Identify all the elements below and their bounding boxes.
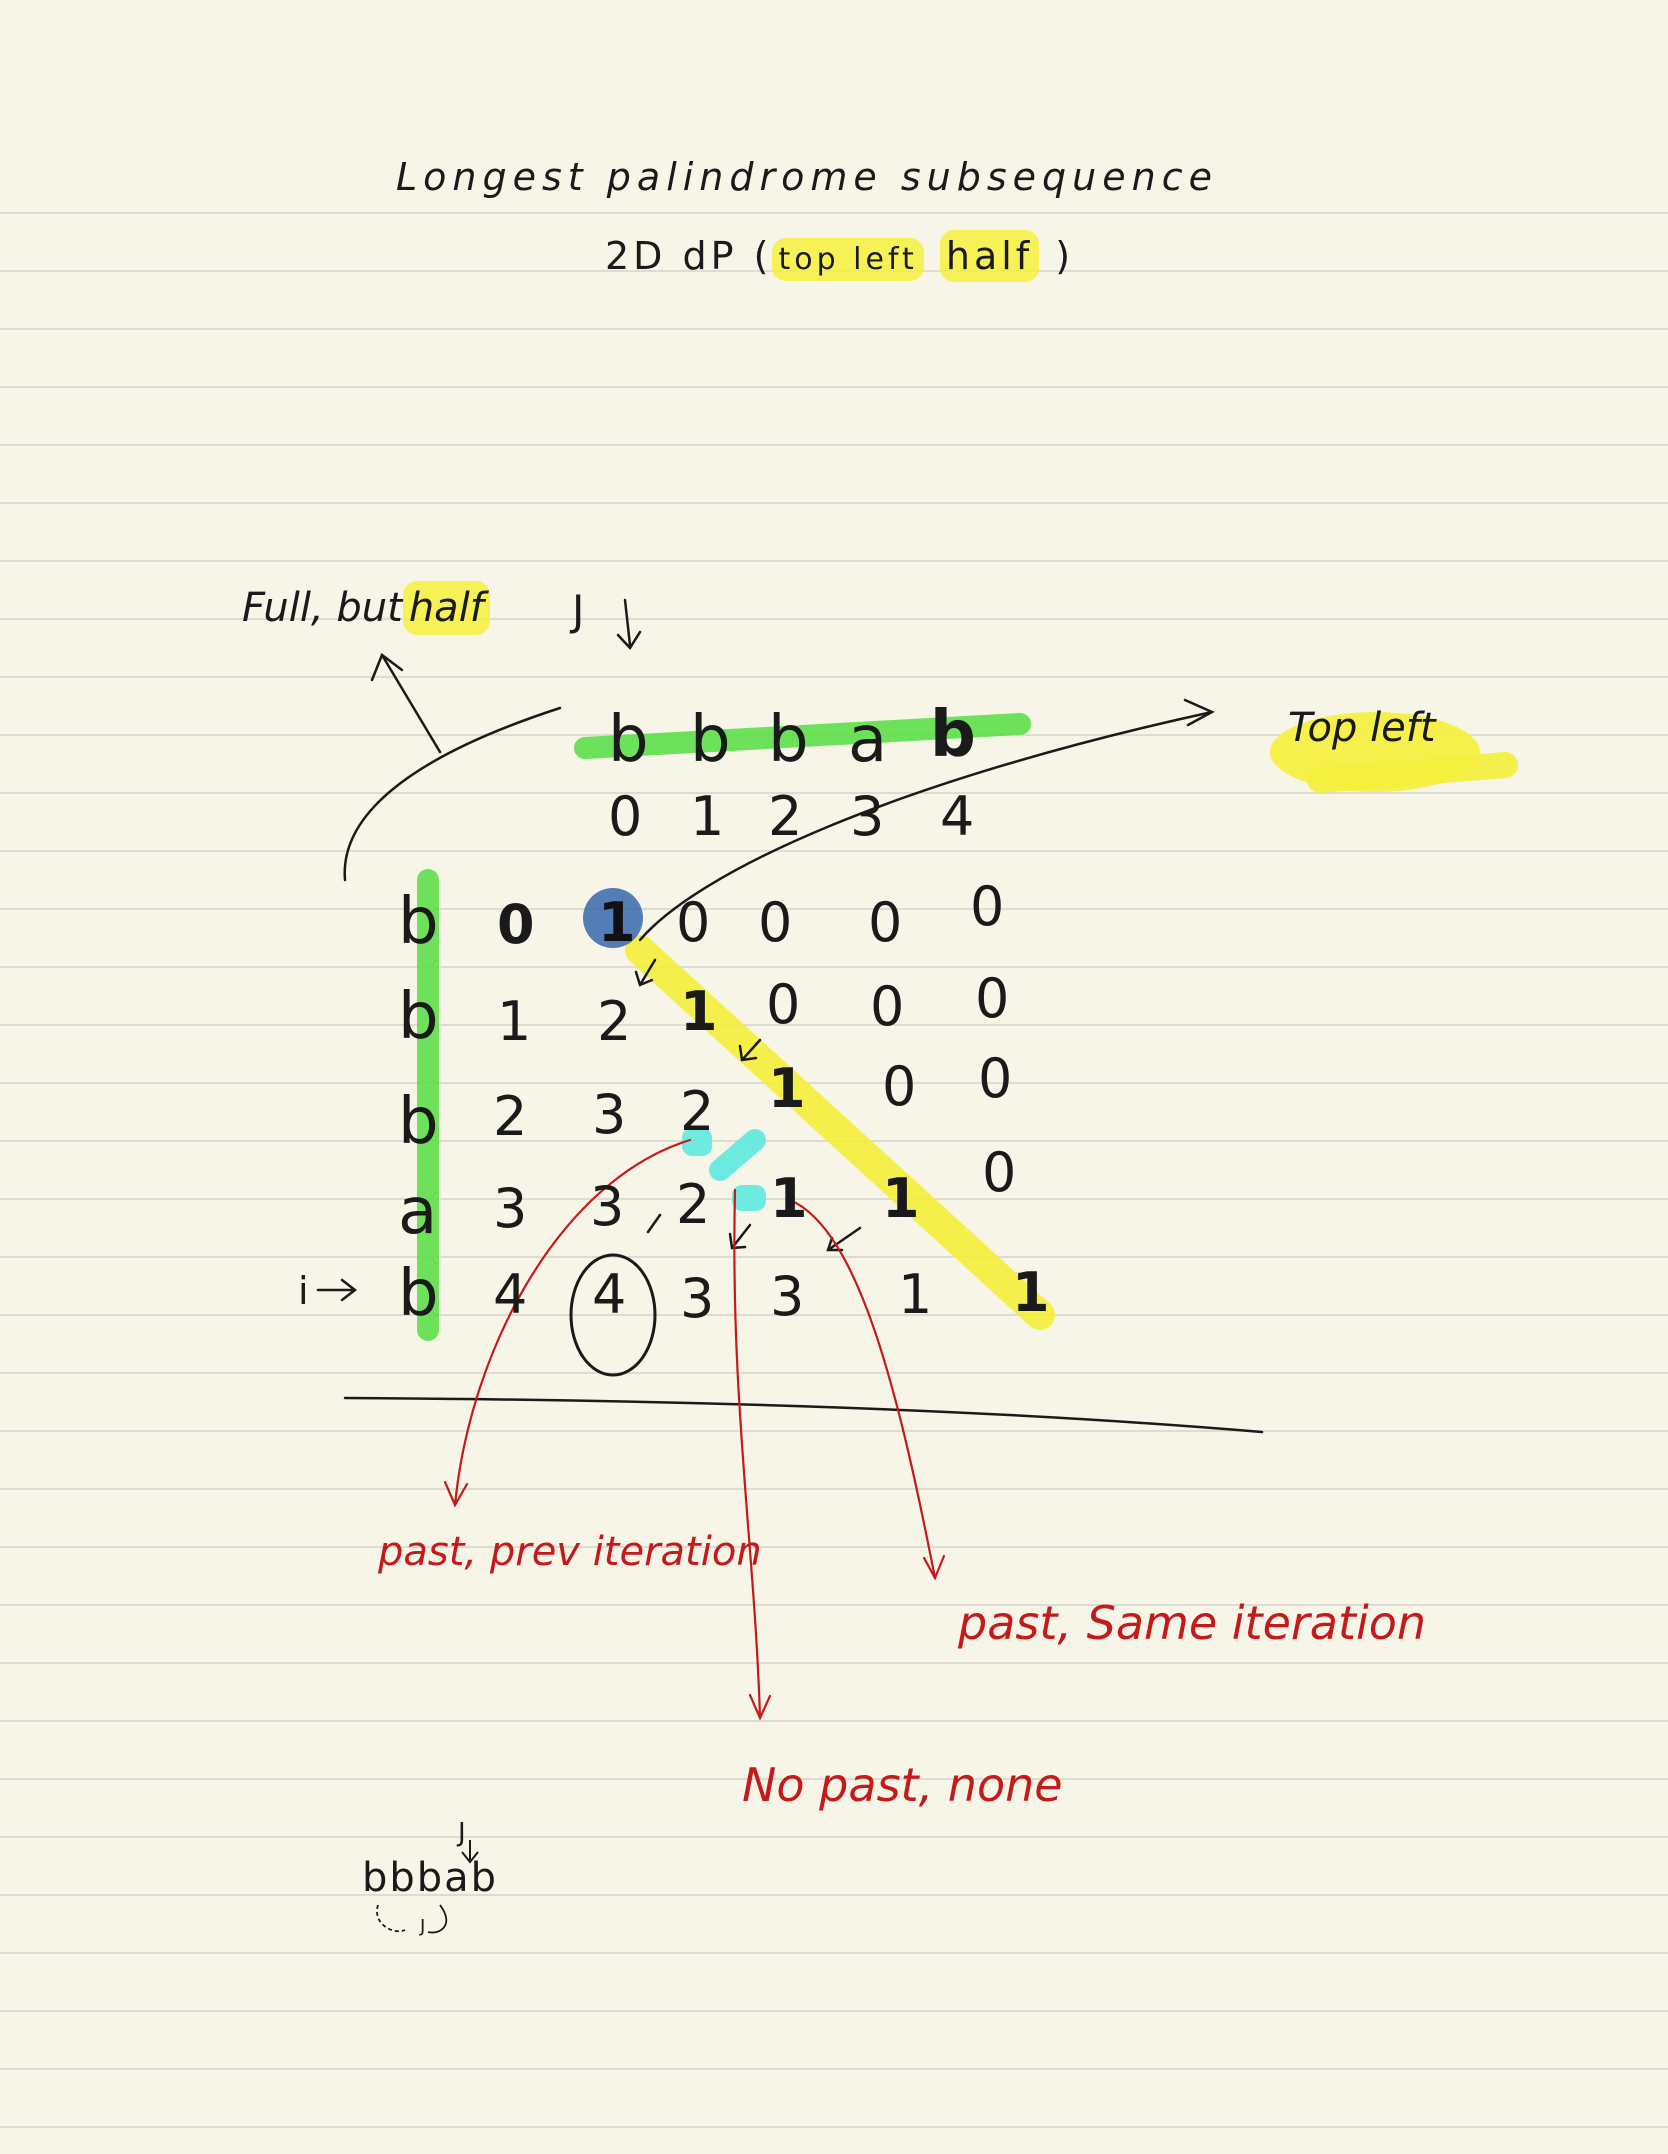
bottom-example-arc-left [376,1904,406,1933]
red-ink-strokes [443,1138,946,1721]
arrow-head-full-half [370,653,404,682]
grid-cell: 1 [770,1167,808,1230]
small-arrow-1 [634,958,657,987]
j-marker: J [572,586,585,635]
red-arrow-past-same [788,1198,937,1580]
page-subtitle: 2D dP (top left half ) [605,230,1075,282]
note-full-but: Full, but [242,585,403,631]
bottom-rule [343,1396,1264,1434]
yellow-highlight-diagonal [625,935,1055,1330]
grid-cell: 1 [1012,1261,1050,1324]
grid-cell: 3 [680,1267,715,1330]
annotation-past-same-iteration: past, Same iteration [958,1596,1427,1650]
grid-cell: 3 [770,1265,805,1328]
grid-cell: 1 [882,1167,920,1230]
red-arrowhead-past-prev [443,1480,469,1508]
grid-cell: 0 [978,1047,1013,1110]
grid-cell: 0 [870,975,905,1038]
bottom-example-j-label: J [458,1818,466,1848]
highlights [417,712,1518,1341]
grid-cell: 0 [758,891,793,954]
row-index: 4 [493,1263,528,1326]
grid-cell: 3 [592,1083,627,1146]
subtitle-prefix: 2D dP ( [605,234,773,278]
grid-cell: 2 [676,1173,711,1236]
grid-cell: 0 [882,1055,917,1118]
column-letter: b [930,698,976,772]
annotation-past-prev-iteration: past, prev iteration [378,1529,762,1575]
cyan-highlight-3 [732,1185,766,1211]
red-arrow-past-prev [453,1138,692,1507]
small-arrow-2 [738,1038,762,1062]
row-letter: b [398,1257,439,1331]
row-index: 1 [497,990,532,1053]
row-letter: b [398,1085,439,1159]
grid-cell: 3 [590,1175,625,1238]
column-letter: a [848,703,888,777]
j-arrow [616,598,642,651]
column-letter: b [768,703,809,777]
grid-cell: 0 [766,973,801,1036]
annotation-no-past-none: No past, none [742,1758,1063,1812]
column-letter: b [608,703,649,777]
subtitle-top-left: top left [772,238,924,281]
column-letter: b [690,703,731,777]
cyan-highlight-2 [709,1129,766,1181]
arrow-head-top-left [1183,698,1215,727]
grid-cell-answer: 4 [592,1263,627,1326]
grid-cell: 0 [970,875,1005,938]
blue-highlight-cell [583,888,643,948]
subtitle-suffix: ) [1055,234,1075,278]
arrow-to-full-half [380,653,442,754]
bottom-example-string: bbbab [362,1855,499,1901]
column-index: 2 [768,785,803,848]
bottom-example-arc-right [427,1904,448,1934]
page-title: Longest palindrome subsequence [396,155,1218,199]
top-left-label: Top left [1288,705,1436,751]
note-half: half [402,581,490,635]
red-arrow-no-past [733,1188,762,1720]
row-letter: b [398,885,439,959]
column-index: 1 [690,785,725,848]
grid-cell: 1 [680,980,718,1043]
column-index: 4 [940,785,975,848]
cyan-highlight-1 [682,1128,712,1156]
bottom-example-down-arrow [461,1840,479,1864]
i-marker: i [298,1269,309,1313]
column-index: 0 [608,785,643,848]
small-arrow-4 [826,1226,862,1252]
row-letter: b [398,980,439,1054]
row-index: 0 [497,893,535,956]
grid-cell: 1 [898,1263,933,1326]
grid-cell: 2 [680,1080,715,1143]
row-letter: a [398,1175,438,1249]
arc-left-bracket [343,706,562,882]
subtitle-half: half [939,230,1040,282]
grid-cell: 1 [598,891,636,954]
column-index: 3 [850,785,885,848]
grid-cell: 0 [982,1141,1017,1204]
row-index: 2 [493,1085,528,1148]
arrow-to-top-left [638,710,1214,942]
grid-cell: 0 [676,891,711,954]
yellow-highlight-top-left-underline [1307,752,1518,793]
row-index: 3 [493,1177,528,1240]
red-arrowhead-past-same [922,1554,946,1581]
red-arrowhead-no-past [748,1693,772,1721]
circle-answer [569,1253,657,1377]
small-arrow-5 [646,1213,662,1234]
ink-strokes [316,598,1264,1434]
bottom-example-arc-label: J [420,1916,426,1937]
grid-cell: 0 [975,967,1010,1030]
grid-cell: 0 [868,891,903,954]
grid-cell: 2 [597,990,632,1053]
green-highlight-column-letters [574,713,1031,759]
i-arrow [316,1278,358,1302]
grid-cell: 1 [768,1057,806,1120]
